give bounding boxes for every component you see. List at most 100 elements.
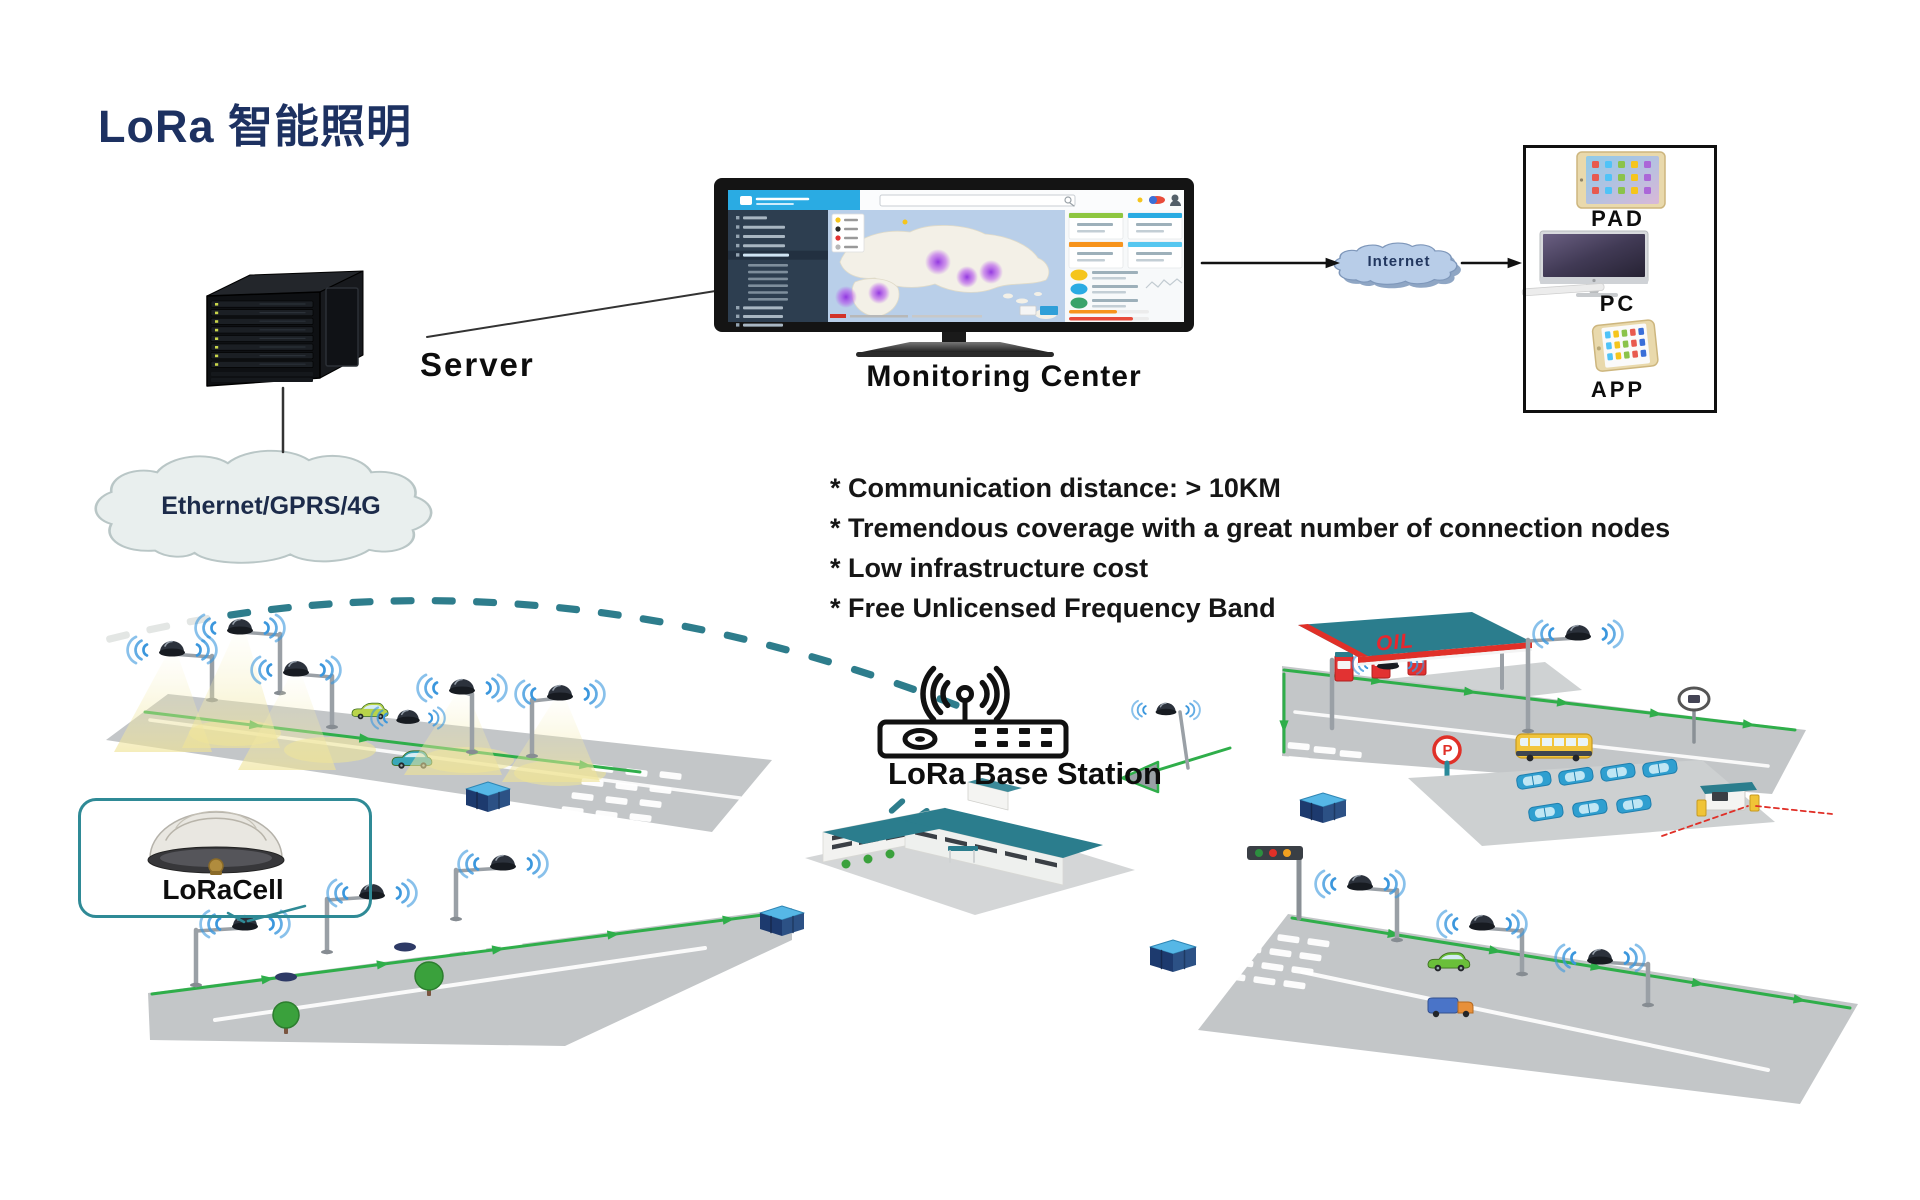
loracell-node-icon <box>396 709 420 724</box>
traffic-light-icon <box>1247 846 1303 921</box>
base-station-icon <box>877 665 1069 759</box>
wifi-waves-icon <box>250 655 273 685</box>
street-lamp <box>190 909 291 988</box>
parked-car-icon <box>1516 770 1552 790</box>
loracell-node-icon <box>490 854 516 871</box>
monitoring-center-label: Monitoring Center <box>866 360 1142 393</box>
control-cabinet-icon <box>759 905 805 936</box>
wifi-waves-icon <box>195 635 218 665</box>
wifi-waves-icon <box>1436 909 1459 939</box>
loracell-node-icon <box>1587 948 1613 965</box>
pc-icon <box>1521 230 1649 297</box>
street-lamp <box>321 878 418 955</box>
crosswalk <box>1223 930 1330 990</box>
street-lamp <box>182 613 286 748</box>
server-rack-icon <box>206 270 729 454</box>
loracell-label: LoRaCell <box>162 874 284 905</box>
power-cable <box>150 910 788 996</box>
wifi-waves-icon <box>1623 943 1646 973</box>
wifi-waves-icon <box>326 878 349 908</box>
loracell-node-icon <box>359 883 385 900</box>
control-cabinet-icon <box>1149 939 1197 972</box>
scene-bottom-right <box>1149 846 1858 1104</box>
street-lamp <box>1436 909 1528 977</box>
feature-bullet: * Free Unlicensed Frequency Band <box>830 593 1276 623</box>
wifi-waves-icon <box>194 613 217 643</box>
wifi-waves-icon <box>1601 619 1624 649</box>
page-title: LoRa 智能照明 <box>98 101 413 152</box>
street-lamp <box>114 635 218 752</box>
parking-sign-label: P <box>1442 742 1453 759</box>
wifi-waves-icon <box>457 849 480 879</box>
wifi-waves-icon <box>1185 699 1201 721</box>
street-lamp <box>238 655 342 770</box>
wifi-waves-icon <box>395 878 418 908</box>
loracell-node-icon <box>227 618 253 635</box>
wifi-waves-icon <box>1505 909 1528 939</box>
app-label: APP <box>1590 377 1646 402</box>
wifi-waves-icon <box>126 635 149 665</box>
loracell-node-icon <box>159 640 185 657</box>
street-lamp <box>1314 869 1406 943</box>
internet-cloud-label: Internet <box>1367 253 1431 270</box>
street-lamp <box>1554 943 1654 1008</box>
tree-icon <box>272 1001 300 1034</box>
wifi-waves-icon <box>583 679 606 709</box>
loracell-node-icon <box>449 678 475 695</box>
power-cable <box>1290 916 1852 1010</box>
power-cable <box>1279 672 1289 754</box>
base-station-link <box>1120 699 1232 794</box>
scene-top-left <box>106 613 772 832</box>
street-lamp <box>502 679 606 782</box>
gas-station-sign-label: OIL <box>1375 629 1415 656</box>
wifi-waves-icon <box>1532 619 1555 649</box>
wifi-waves-icon <box>416 673 439 703</box>
network-cloud-label: Ethernet/GPRS/4G <box>161 492 381 520</box>
server-label: Server <box>420 346 535 383</box>
wifi-waves-icon <box>1314 869 1337 899</box>
loracell-node-icon <box>1565 624 1591 641</box>
parked-car-icon <box>1616 794 1652 814</box>
street-lamp <box>1522 619 1624 734</box>
car-icon <box>1427 952 1471 972</box>
wifi-waves-icon <box>1131 699 1147 721</box>
parked-car-icon <box>1600 762 1636 782</box>
monitor-icon <box>714 178 1194 357</box>
loracell-callout-box <box>78 798 372 918</box>
loracell-node-icon <box>1347 874 1373 891</box>
loracell-device-photo <box>147 810 285 875</box>
network-cloud-icon <box>94 449 433 564</box>
scene-top-right <box>1120 612 1833 846</box>
wifi-waves-icon <box>263 613 286 643</box>
street-lamp <box>404 673 508 775</box>
feature-bullet: * Communication distance: > 10KM <box>830 473 1281 503</box>
feature-bullet: * Low infrastructure cost <box>830 553 1149 583</box>
client-devices-panel <box>1523 145 1717 413</box>
truck-icon <box>1427 997 1474 1018</box>
control-cabinet-icon <box>1299 792 1347 823</box>
client-devices <box>1521 151 1666 372</box>
loracell-node-icon <box>1155 702 1177 716</box>
wifi-waves-icon <box>428 706 446 730</box>
app-phone-icon <box>1591 319 1659 372</box>
street-lamp <box>450 849 549 922</box>
toll-booth-icon <box>1696 782 1760 817</box>
crosswalk <box>428 903 547 957</box>
parked-car-icon <box>1558 766 1594 786</box>
wifi-waves-icon <box>485 673 508 703</box>
loracell-node-icon <box>1469 914 1495 931</box>
feature-list: * Communication distance: > 10KM* Tremen… <box>830 468 1730 628</box>
pad-label: PAD <box>1591 206 1645 231</box>
parked-car-icon <box>1642 758 1678 778</box>
wifi-waves-icon <box>1554 943 1577 973</box>
control-cabinet-icon <box>465 781 511 812</box>
internet-cloud-icon <box>1333 242 1461 289</box>
loracell-node-icon <box>283 660 309 677</box>
wifi-waves-icon <box>514 679 537 709</box>
flow-arrows <box>1200 257 1522 269</box>
parked-car-icon <box>1572 798 1608 818</box>
wifi-waves-icon <box>1383 869 1406 899</box>
wifi-waves-icon <box>526 849 549 879</box>
loracell-node-icon <box>547 684 573 701</box>
